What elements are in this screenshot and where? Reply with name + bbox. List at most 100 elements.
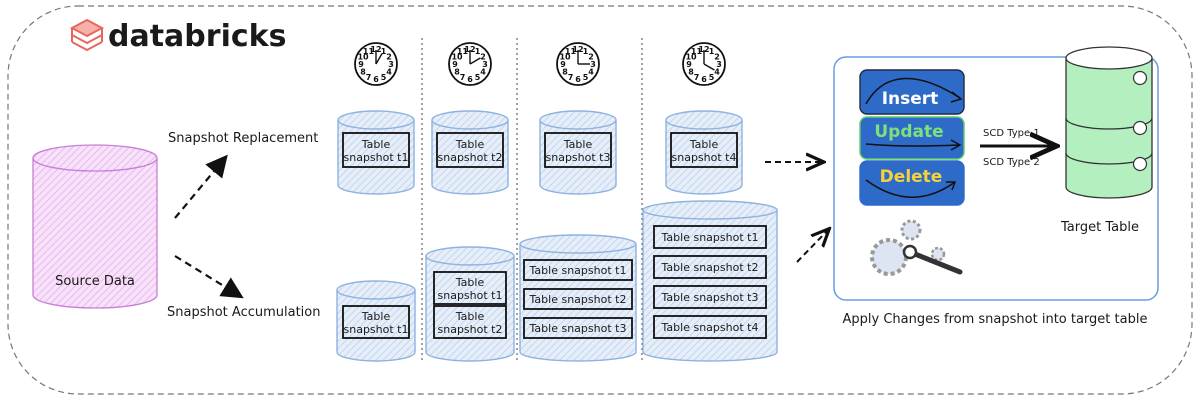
arrow-to-replacement <box>174 154 228 219</box>
table-snapshot-name: snapshot t1 <box>344 151 409 164</box>
insert-label: Insert <box>882 89 939 109</box>
clock-number: 10 <box>559 53 571 62</box>
arrow-to-accumulation <box>174 255 244 299</box>
clock-number: 4 <box>480 68 486 77</box>
clock-number: 4 <box>386 68 392 77</box>
clock-number: 2 <box>480 53 486 62</box>
databricks-logo-icon <box>69 18 105 52</box>
clock-number: 12 <box>698 45 709 54</box>
clock-number: 10 <box>451 53 463 62</box>
scd-type-2-label: SCD Type 2 <box>983 157 1040 168</box>
gears-wrench-icon <box>870 219 963 276</box>
clock-number: 11 <box>363 47 375 56</box>
table-snapshot-title: Table <box>361 310 391 323</box>
clock-number: 8 <box>688 68 694 77</box>
table-snapshot-name: snapshot t2 <box>438 151 503 164</box>
clock-number: 3 <box>482 60 488 69</box>
table-snapshot-name: snapshot t3 <box>546 151 611 164</box>
clock-number: 9 <box>560 60 566 69</box>
table-snapshot-name: snapshot t1 <box>438 289 503 302</box>
clock-number: 11 <box>691 47 703 56</box>
clock-number: 3 <box>388 60 394 69</box>
table-snapshot-name: snapshot t1 <box>344 323 409 336</box>
table-snapshot-box: Table snapshot t3 <box>523 317 633 339</box>
table-snapshot-name: Table snapshot t2 <box>529 293 627 306</box>
snapshot-cylinder: Table snapshot t1 Table snapshot t2 Table … <box>519 234 637 362</box>
clock-number: 5 <box>709 73 715 82</box>
clock-number: 8 <box>454 68 460 77</box>
table-snapshot-name: Table snapshot t3 <box>661 291 759 304</box>
clock-hour-hand <box>469 57 481 65</box>
table-snapshot-name: Table snapshot t3 <box>529 322 627 335</box>
clock-number: 5 <box>475 73 481 82</box>
source-data-cylinder: Source Data <box>32 144 158 309</box>
clock-number: 11 <box>457 47 469 56</box>
clock-number: 12 <box>464 45 475 54</box>
table-snapshot-box: Table snapshot t1 <box>653 225 767 249</box>
clock-number: 5 <box>583 73 589 82</box>
delete-label: Delete <box>880 167 943 187</box>
clock-number: 6 <box>701 75 707 84</box>
target-table-label: Target Table <box>1060 220 1139 235</box>
clock-hour-hand <box>703 63 715 71</box>
table-snapshot-title: Table <box>455 138 485 151</box>
snapshot-cylinder: Table snapshot t1 Table snapshot t2 Table … <box>642 200 778 362</box>
table-snapshot-title: Table <box>689 138 719 151</box>
table-snapshot-box: Table snapshot t3 <box>653 285 767 309</box>
table-snapshot-name: snapshot t4 <box>672 151 737 164</box>
clock-number: 9 <box>686 60 692 69</box>
clock-number: 11 <box>565 47 577 56</box>
clock-number: 2 <box>386 53 392 62</box>
apply-changes-panel: Insert Update Delete SCD Type 1 SCD Type… <box>833 46 1159 301</box>
column-separators <box>421 38 643 360</box>
clock-number: 4 <box>714 68 720 77</box>
table-snapshot-name: snapshot t2 <box>438 323 503 336</box>
table-snapshot-title: Table <box>455 276 485 289</box>
apply-changes-caption: Apply Changes from snapshot into target … <box>843 312 1148 327</box>
table-snapshot-name: Table snapshot t1 <box>529 264 627 277</box>
table-snapshot-box: Table snapshot t1 <box>523 259 633 281</box>
scd-type-1-label: SCD Type 1 <box>983 128 1040 139</box>
delete-operation: Delete <box>859 160 965 206</box>
table-snapshot-box: Table snapshot t2 <box>653 255 767 279</box>
clock-number: 4 <box>588 68 594 77</box>
table-snapshot-title: Table <box>361 138 391 151</box>
clock-number: 12 <box>370 45 381 54</box>
clock-number: 1 <box>583 47 589 56</box>
clock-number: 12 <box>572 45 583 54</box>
table-snapshot-title: Table <box>563 138 593 151</box>
clock-number: 6 <box>575 75 581 84</box>
clock-number: 1 <box>381 47 387 56</box>
clock-number: 6 <box>373 75 379 84</box>
clock-number: 3 <box>716 60 722 69</box>
table-snapshot-box: Table snapshot t2 <box>523 288 633 310</box>
table-snapshot-name: Table snapshot t2 <box>661 261 759 274</box>
table-snapshot-name: Table snapshot t1 <box>661 231 759 244</box>
table-snapshot-box: Table snapshot t4 <box>653 315 767 339</box>
insert-operation: Insert <box>859 69 965 115</box>
update-label: Update <box>874 122 943 142</box>
clock-number: 10 <box>685 53 697 62</box>
clock-number: 7 <box>568 73 574 82</box>
update-operation: Update <box>859 116 965 160</box>
table-snapshot-name: Table snapshot t4 <box>661 321 759 334</box>
